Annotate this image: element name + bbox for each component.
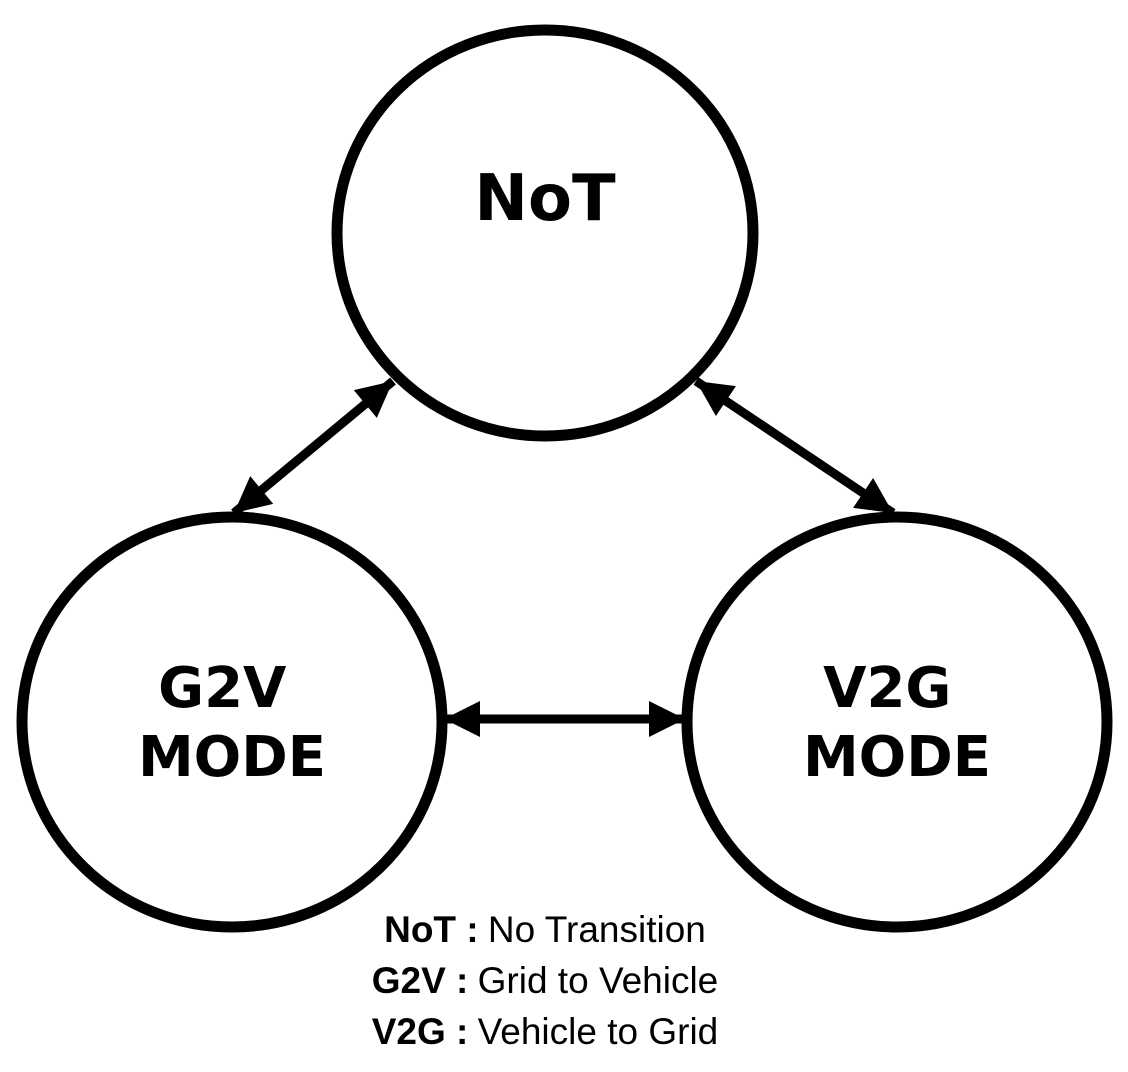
- node-v2g-circle: [681, 511, 1113, 933]
- node-not-circle: [331, 24, 759, 442]
- legend-item-not: NoT : No Transition: [384, 909, 706, 951]
- node-v2g-line-1: V2G: [823, 656, 951, 721]
- legend-item-g2v: G2V : Grid to Vehicle: [372, 960, 719, 1002]
- node-v2g: V2G MODE: [681, 511, 1113, 933]
- edge-not-v2g: [693, 377, 896, 517]
- node-not: NoT: [331, 24, 759, 442]
- legend-item-v2g: V2G : Vehicle to Grid: [372, 1011, 719, 1053]
- legend-value-g2v: Grid to Vehicle: [478, 960, 719, 1001]
- node-not-label: NoT: [474, 162, 616, 236]
- node-g2v-circle: [16, 511, 448, 933]
- node-not-line-1: NoT: [474, 162, 616, 236]
- legend-key-not: NoT :: [384, 909, 479, 950]
- legend: NoT : No Transition G2V : Grid to Vehicl…: [372, 909, 719, 1053]
- node-g2v-line-2: MODE: [138, 725, 326, 790]
- node-v2g-line-2: MODE: [803, 725, 991, 790]
- node-g2v-line-1: G2V: [158, 656, 287, 721]
- node-g2v-label: G2V MODE: [138, 656, 326, 790]
- legend-value-not: No Transition: [488, 909, 706, 950]
- legend-key-g2v: G2V :: [372, 960, 469, 1001]
- legend-key-v2g: V2G :: [372, 1011, 469, 1052]
- node-v2g-label: V2G MODE: [803, 656, 991, 790]
- edges: [231, 377, 896, 737]
- legend-value-v2g: Vehicle to Grid: [478, 1011, 719, 1052]
- node-g2v: G2V MODE: [16, 511, 448, 933]
- edge-not-g2v: [231, 377, 396, 517]
